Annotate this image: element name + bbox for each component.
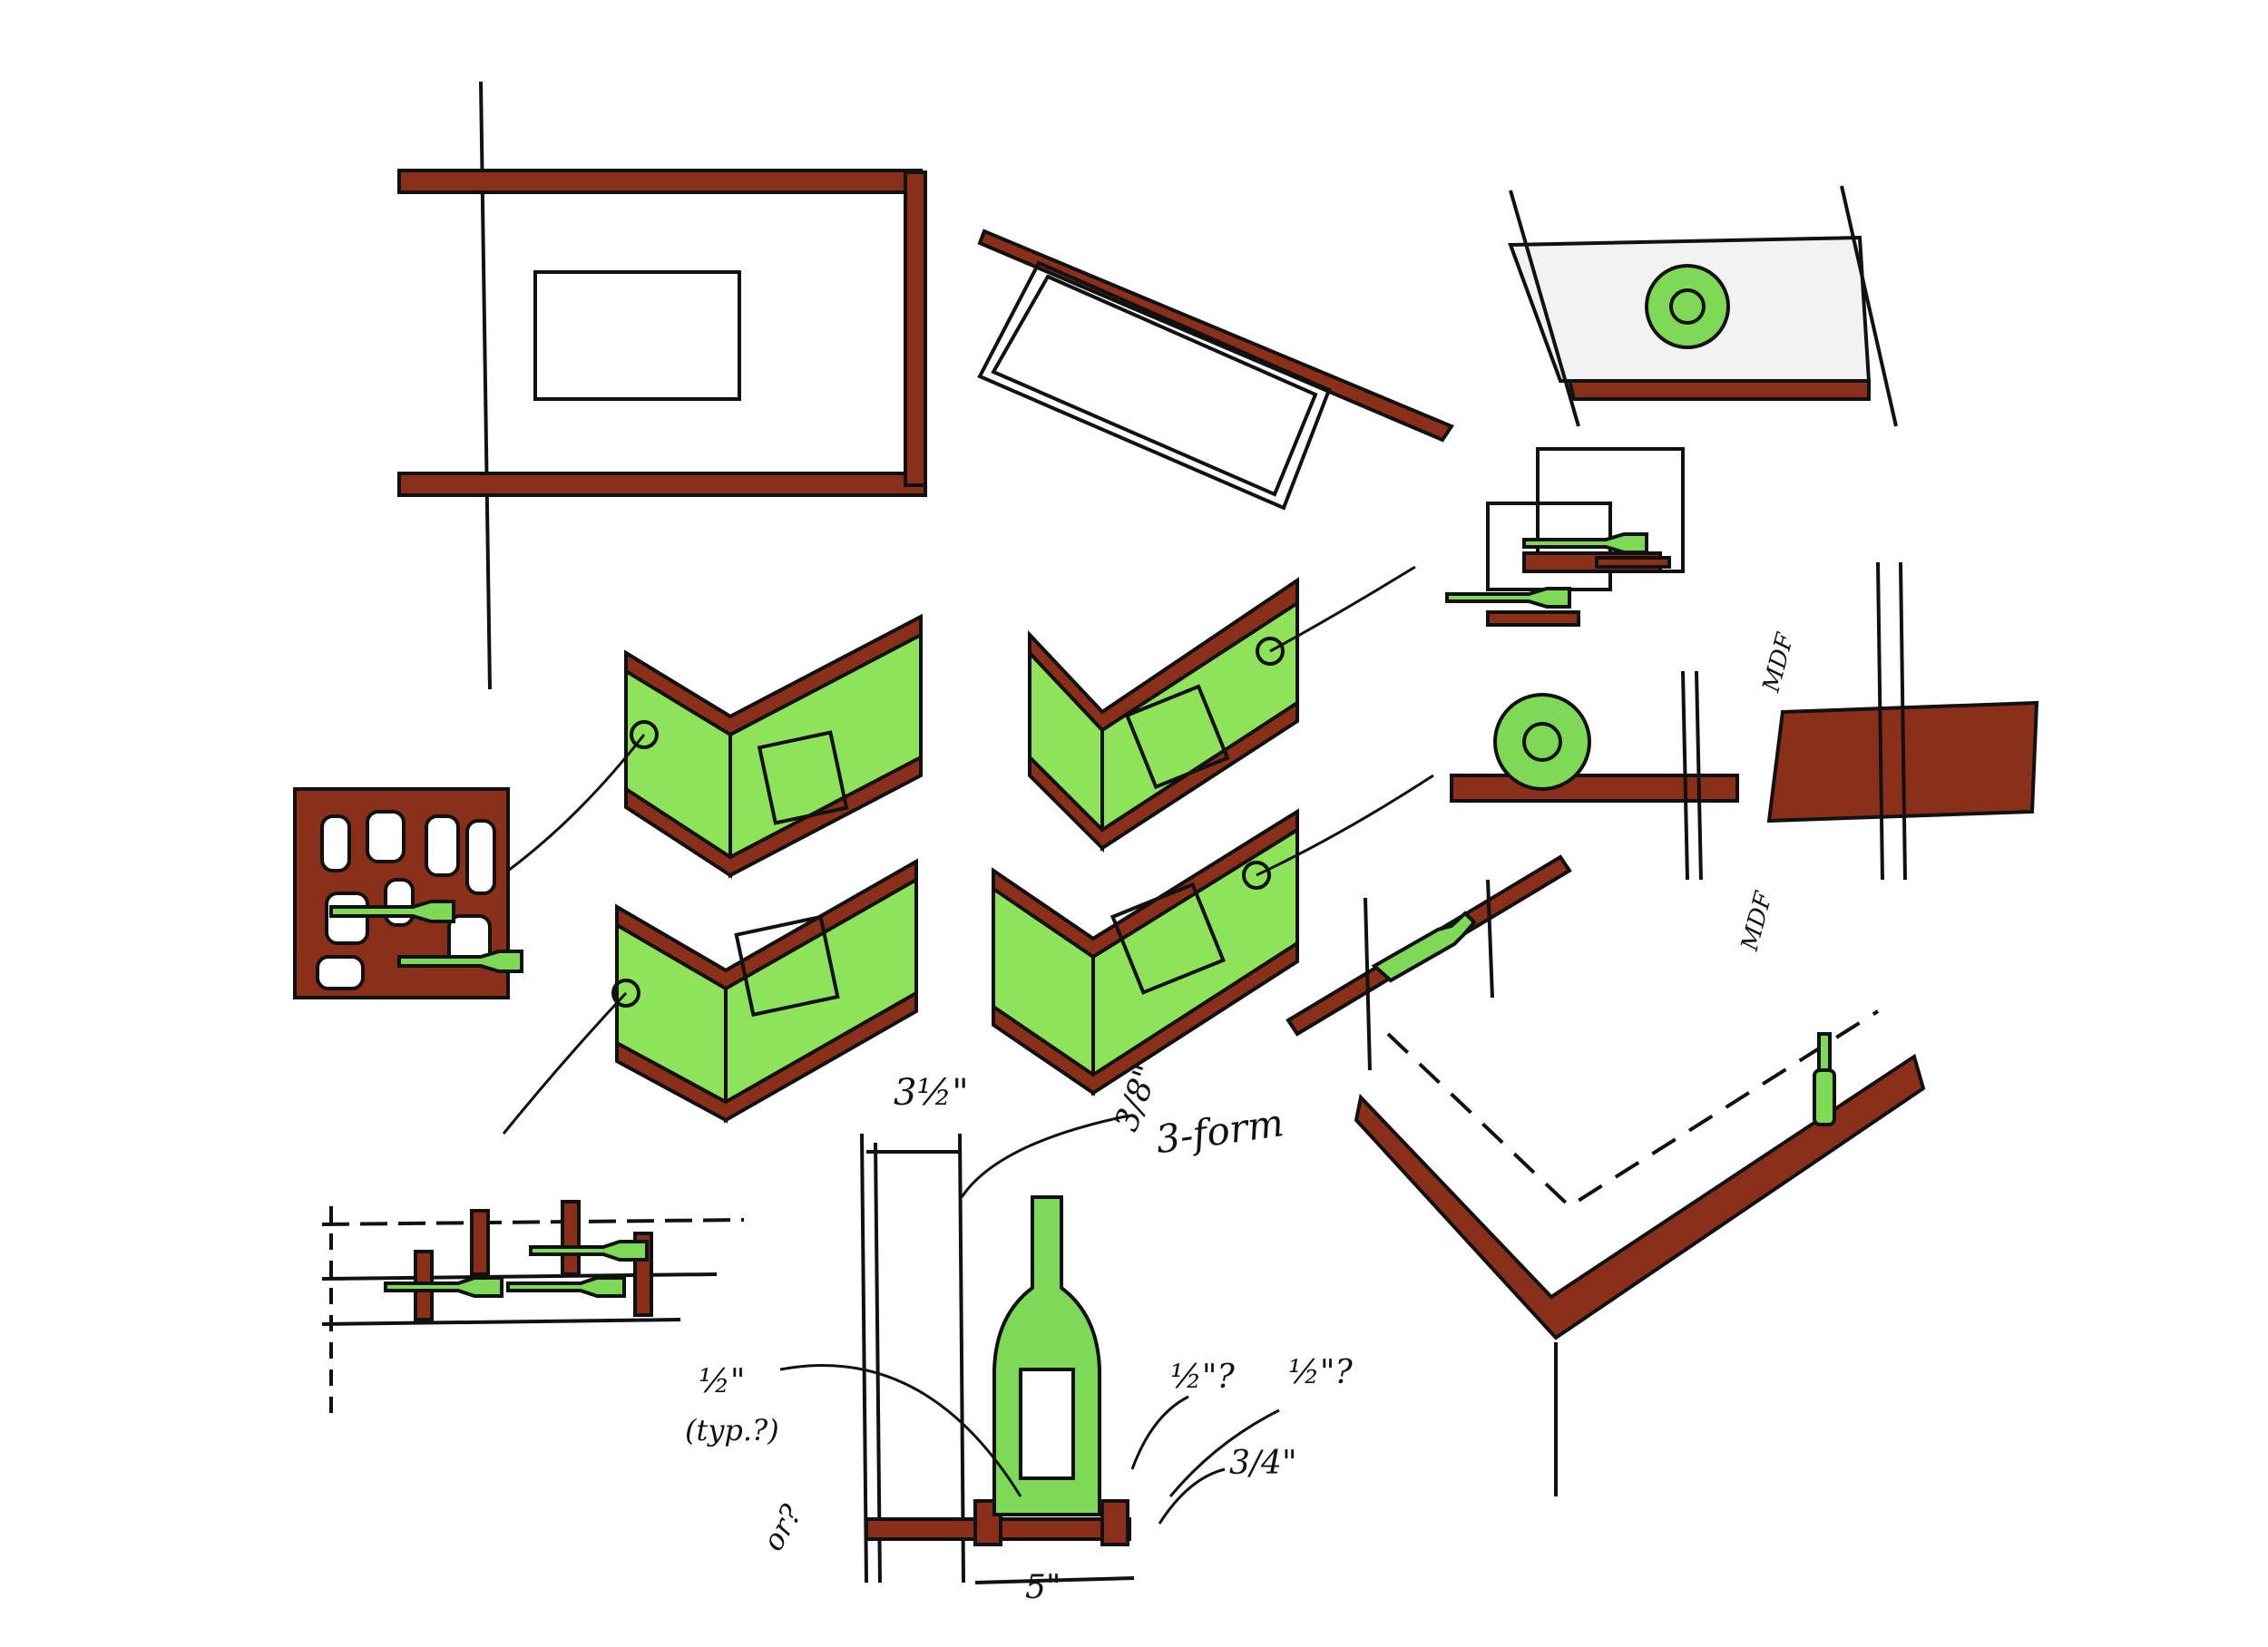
bottle-rail-sketch xyxy=(321,1200,745,1415)
five-inch: 5" xyxy=(1025,1569,1061,1606)
half-inch-typ: ½" xyxy=(699,1363,745,1400)
textured-panel-sketch xyxy=(1508,185,1898,427)
angled-shelf-sketch xyxy=(1286,854,1572,1071)
plan-frame-sketch xyxy=(397,81,927,690)
round-bottle-shelf-sketch xyxy=(1450,670,1739,881)
half-inch-q1: ½"? xyxy=(1170,1359,1235,1396)
typ-note: (typ.?) xyxy=(685,1413,779,1447)
dim-three-and-half: 3½" xyxy=(894,1072,969,1114)
l-panel-3 xyxy=(611,858,918,1124)
three-quarter-inch: 3/4" xyxy=(1229,1445,1297,1482)
or-note: or? xyxy=(756,1498,809,1557)
tilted-frame-sketch xyxy=(977,229,1455,511)
leader-arrows xyxy=(502,565,1434,1135)
l-panel-4 xyxy=(992,808,1299,1096)
wine-niche-sketch xyxy=(1445,447,1685,627)
l-panel-1 xyxy=(624,613,923,879)
bottle-section-detail xyxy=(779,1114,1280,1584)
half-inch-q2: ½"? xyxy=(1288,1354,1353,1391)
corner-shelf-sketch xyxy=(1354,1009,1926,1496)
organic-wine-wall-sketch xyxy=(293,787,523,999)
l-panel-2 xyxy=(1028,577,1299,853)
